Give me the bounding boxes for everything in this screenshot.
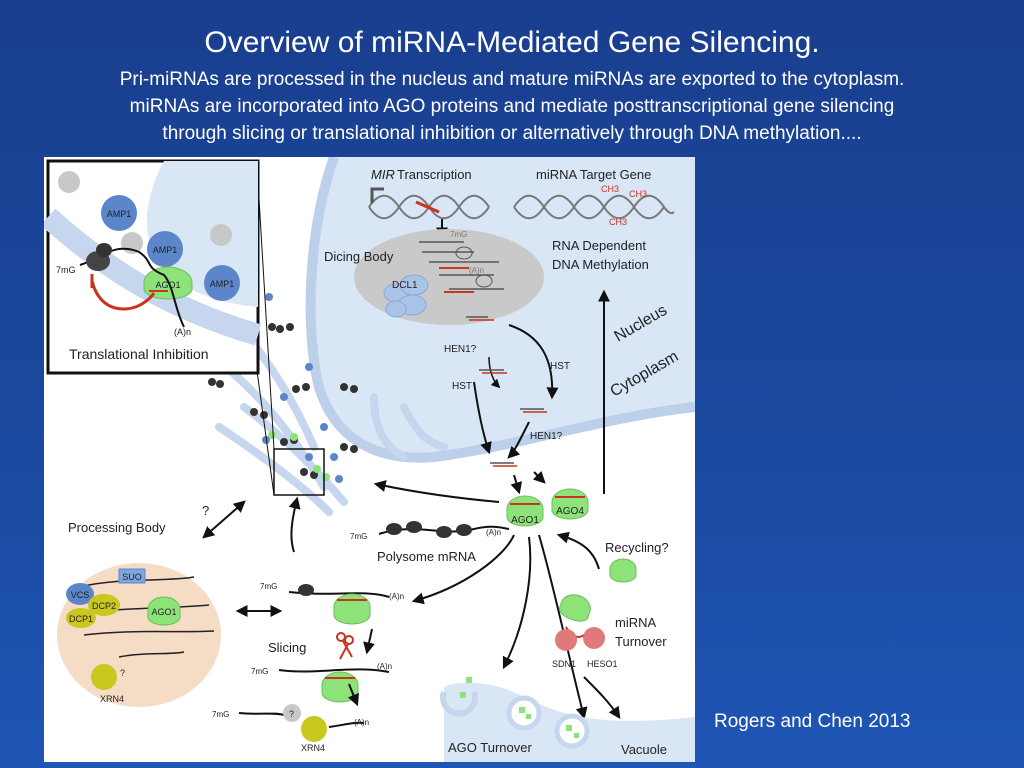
hst-label-1: HST — [452, 381, 472, 392]
hst-label-2: HST — [550, 361, 570, 372]
xrn4-cap: 7mG — [212, 710, 229, 719]
dicing-body — [354, 229, 544, 325]
rna-dependent-label: RNA Dependent — [552, 238, 646, 253]
slicing-polya: (A)n — [377, 662, 392, 671]
inset-ago1: AGO1 — [155, 280, 180, 290]
translational-inhibition-inset: AMP1 AMP1 AMP1 AGO1 7mG (A)n Translation… — [44, 159, 262, 375]
pathway-diagram: AMP1 AMP1 AMP1 AGO1 7mG (A)n Translation… — [44, 157, 695, 762]
processing-body-label: Processing Body — [68, 520, 166, 535]
dicing-polya: (A)n — [469, 266, 484, 275]
mirna-pathway-figure: AMP1 AMP1 AMP1 AGO1 7mG (A)n Translation… — [44, 157, 695, 762]
inset-caption: Translational Inhibition — [69, 346, 209, 362]
xrn4-polya: (A)n — [354, 718, 369, 727]
vacuole-label: Vacuole — [621, 742, 667, 757]
dna-helix-icon — [513, 194, 675, 220]
xrn4-question: ? — [289, 709, 294, 719]
er-zoom-box — [273, 448, 325, 496]
pbody-ago1-label: AGO1 — [151, 607, 176, 617]
hen1-label-2: HEN1? — [530, 431, 563, 442]
ago1-complex: AGO1 — [506, 495, 544, 527]
inset-amp1-3: AMP1 — [210, 279, 235, 289]
pbody-question: ? — [120, 668, 125, 678]
inset-amp1-2: AMP1 — [153, 245, 178, 255]
mirna-turnover-label-2: Turnover — [615, 634, 667, 649]
ch3-1: CH3 — [601, 184, 619, 194]
slide-subtitle: Pri-miRNAs are processed in the nucleus … — [0, 66, 1024, 147]
subtitle-line-2: miRNAs are incorporated into AGO protein… — [129, 96, 895, 117]
suo-label: SUO — [122, 572, 142, 582]
mirna-turnover-complex: SDN1 HESO1 — [552, 594, 618, 669]
hen1-label-1: HEN1? — [444, 344, 477, 355]
subtitle-line-3: through slicing or translational inhibit… — [162, 123, 862, 144]
dcp1-label: DCP1 — [69, 614, 93, 624]
dcp2-label: DCP2 — [92, 601, 116, 611]
heso1-label: HESO1 — [587, 659, 618, 669]
slide-title: Overview of miRNA-Mediated Gene Silencin… — [204, 26, 820, 59]
ch3-3: CH3 — [609, 217, 627, 227]
question-mark-1: ? — [202, 503, 209, 518]
nuclear-envelope — [305, 157, 695, 463]
ago4-complex: AGO4 — [551, 488, 589, 520]
ago-turnover-label: AGO Turnover — [448, 740, 532, 755]
slicing-cap: 7mG — [251, 667, 268, 676]
scissors-icon — [336, 632, 354, 660]
pbody-xrn4-label: XRN4 — [100, 694, 124, 704]
dicing-body-label: Dicing Body — [324, 249, 394, 264]
mid-cap: 7mG — [260, 582, 277, 591]
ago1-main-label: AGO1 — [511, 515, 539, 526]
mirna-turnover-label-1: miRNA — [615, 615, 656, 630]
citation: Rogers and Chen 2013 — [714, 711, 911, 732]
polysome-cap: 7mG — [350, 532, 367, 541]
xrn4-label: XRN4 — [301, 743, 325, 753]
sdn1-label: SDN1 — [552, 659, 576, 669]
dicing-cap: 7mG — [450, 230, 467, 239]
inset-polya: (A)n — [174, 327, 191, 337]
er-amp1-dots — [262, 293, 343, 483]
ago4-label: AGO4 — [556, 506, 584, 517]
mir-label: MIR — [371, 167, 395, 182]
polysome-ribosomes — [386, 521, 472, 538]
transcription-label: Transcription — [397, 167, 472, 182]
polysome-label: Polysome mRNA — [377, 549, 476, 564]
dcl1-protein — [383, 274, 429, 318]
slicing-label: Slicing — [268, 640, 306, 655]
vcs-label: VCS — [71, 590, 90, 600]
inset-cap: 7mG — [56, 265, 76, 275]
subtitle-line-1: Pri-miRNAs are processed in the nucleus … — [119, 69, 905, 90]
dna-methylation-label: DNA Methylation — [552, 257, 649, 272]
polysome-polya: (A)n — [486, 528, 501, 537]
mid-polya: (A)n — [389, 592, 404, 601]
recycling-label: Recycling? — [605, 540, 669, 555]
inset-amp1-1: AMP1 — [107, 209, 132, 219]
target-gene-label: miRNA Target Gene — [536, 167, 651, 182]
dcl1-label: DCL1 — [392, 280, 418, 291]
ch3-2: CH3 — [629, 189, 647, 199]
